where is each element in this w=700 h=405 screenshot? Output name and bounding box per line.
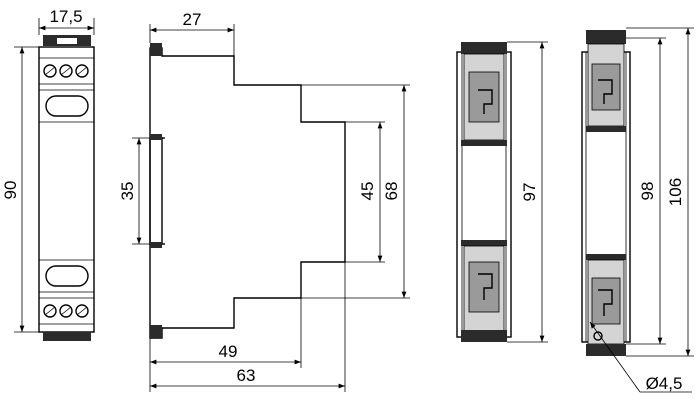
clip-view-extended: 98 106 Ø4,5 <box>581 27 694 393</box>
dim-front-height: 90 <box>1 181 20 200</box>
dim-step-45: 45 <box>358 182 377 201</box>
label-window-bottom <box>45 265 89 287</box>
dim-step-68: 68 <box>382 182 401 201</box>
front-bottom-clip <box>43 332 91 341</box>
mounting-hole <box>593 331 603 341</box>
dim-clip-97: 97 <box>520 183 539 202</box>
dim-overall-106: 106 <box>666 178 685 206</box>
screw-terminals-top <box>43 64 89 78</box>
side-bottom-latch <box>150 325 162 338</box>
dim-rail-height: 35 <box>118 182 137 201</box>
clip-view-closed: 97 <box>456 41 548 343</box>
screw-terminals-bottom <box>43 304 89 318</box>
label-window-top <box>45 95 89 117</box>
side-profile <box>149 47 346 339</box>
dim-hole-diameter: Ø4,5 <box>646 374 683 393</box>
side-top-latch <box>150 43 162 56</box>
dim-side-depth: 27 <box>183 10 202 29</box>
dim-depth-49: 49 <box>219 342 238 361</box>
dim-clip-98: 98 <box>638 182 657 201</box>
side-view: 27 35 45 68 49 63 <box>118 10 410 392</box>
dim-depth-63: 63 <box>237 366 256 385</box>
dim-front-width: 17,5 <box>49 7 82 26</box>
front-view: 17,5 90 <box>1 7 95 341</box>
